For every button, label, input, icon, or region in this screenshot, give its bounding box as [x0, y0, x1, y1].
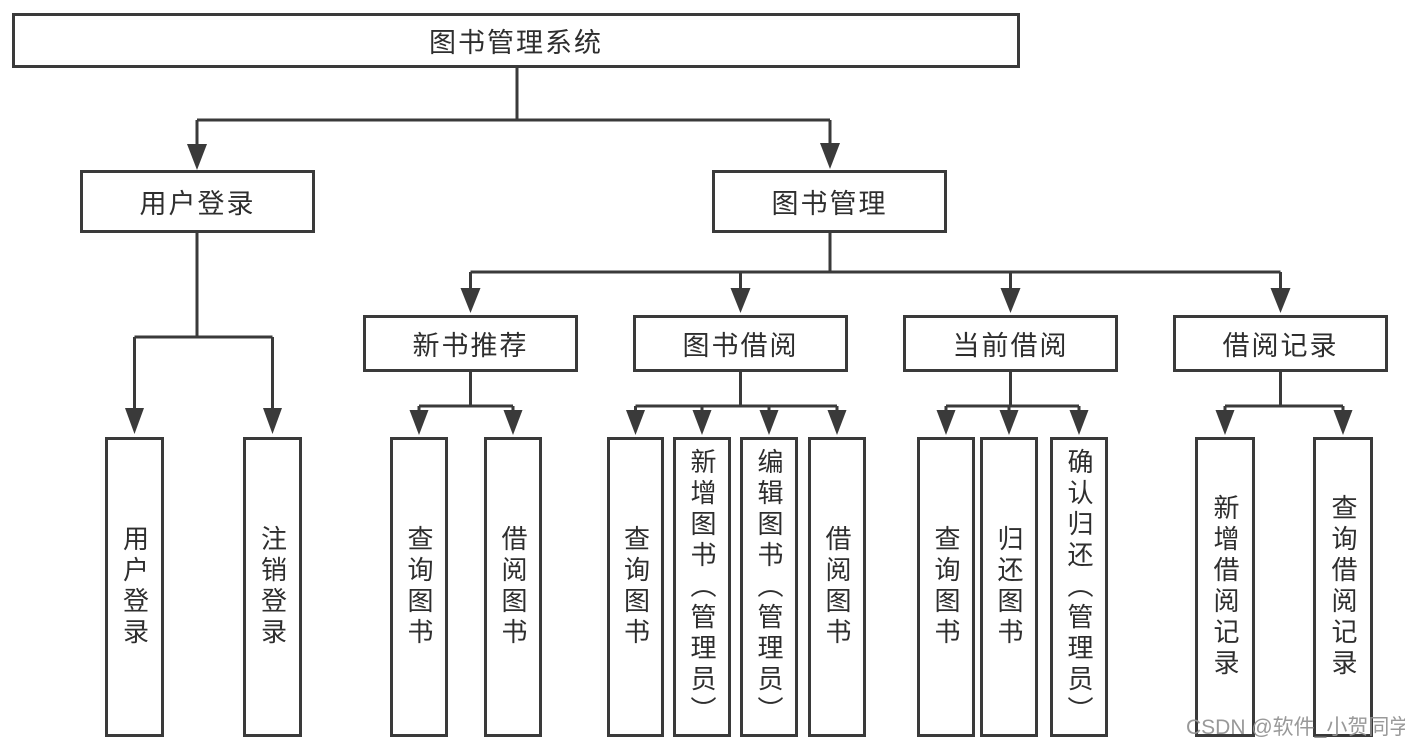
node-label: 新书推荐 — [412, 331, 529, 361]
arrowheads-user-login-branch — [125, 408, 282, 434]
node-leaf-query-books-2: 查询图书 — [607, 437, 664, 737]
connector-new-book-branch — [417, 372, 515, 412]
node-label: 新增借阅记录 — [1210, 494, 1240, 680]
node-label: 归还图书 — [994, 525, 1024, 649]
node-leaf-query-books-1: 查询图书 — [390, 437, 448, 737]
connector-book-mgmt-branch — [469, 233, 1282, 290]
connector-borrow-record-branch — [1223, 372, 1345, 412]
node-new-book-recommendation: 新书推荐 — [363, 315, 578, 372]
node-label: 借阅图书 — [822, 525, 852, 649]
node-label: 查询图书 — [404, 525, 434, 649]
connector-root-to-level2 — [195, 68, 832, 146]
connector-book-borrow-branch — [634, 372, 839, 412]
node-leaf-user-login: 用户登录 — [105, 437, 164, 737]
arrowheads-book-borrow-branch — [626, 410, 847, 435]
node-label: 当前借阅 — [952, 331, 1069, 361]
node-label: 图书管理 — [771, 189, 888, 219]
node-leaf-add-books-admin: 新增图书（管理员） — [673, 437, 731, 737]
node-label: 编辑图书（管理员） — [754, 447, 784, 727]
arrowheads-book-mgmt-branch — [460, 288, 1291, 313]
node-label: 借阅图书 — [498, 525, 528, 649]
node-label: 用户登录 — [139, 189, 256, 219]
arrowheads-new-book-branch — [409, 410, 523, 435]
node-leaf-edit-books-admin: 编辑图书（管理员） — [740, 437, 798, 737]
node-label: 借阅记录 — [1222, 331, 1339, 361]
node-borrowing-records: 借阅记录 — [1173, 315, 1388, 372]
node-leaf-borrow-books-1: 借阅图书 — [484, 437, 542, 737]
node-leaf-query-books-3: 查询图书 — [917, 437, 975, 737]
csdn-watermark: CSDN @软件_小贺同学 — [1186, 716, 1405, 739]
node-label: 图书管理系统 — [429, 28, 603, 58]
node-current-borrowing: 当前借阅 — [903, 315, 1118, 372]
node-leaf-return-books: 归还图书 — [980, 437, 1038, 737]
node-library-management-system: 图书管理系统 — [12, 13, 1020, 68]
node-leaf-add-borrow-record: 新增借阅记录 — [1195, 437, 1255, 737]
node-leaf-confirm-return-admin: 确认归还（管理员） — [1050, 437, 1108, 737]
node-label: 新增图书（管理员） — [687, 447, 717, 727]
node-label: 查询图书 — [931, 525, 961, 649]
node-label: 图书借阅 — [682, 331, 799, 361]
node-label: 确认归还（管理员） — [1064, 447, 1094, 727]
node-user-login: 用户登录 — [80, 170, 315, 233]
connector-current-borrow-branch — [944, 372, 1081, 412]
node-book-management: 图书管理 — [712, 170, 947, 233]
node-label: 用户登录 — [119, 525, 150, 649]
arrowheads-current-borrow-branch — [936, 410, 1089, 435]
node-leaf-borrow-books-2: 借阅图书 — [808, 437, 866, 737]
arrowheads-level2 — [187, 143, 840, 170]
node-label: 注销登录 — [257, 525, 288, 649]
node-leaf-query-borrow-record: 查询借阅记录 — [1313, 437, 1373, 737]
node-label: 查询图书 — [620, 525, 651, 649]
node-label: 查询借阅记录 — [1328, 494, 1358, 680]
connector-user-login-branch — [133, 233, 274, 410]
node-leaf-logout: 注销登录 — [243, 437, 302, 737]
node-book-borrowing: 图书借阅 — [633, 315, 848, 372]
arrowheads-borrow-record-branch — [1215, 410, 1353, 435]
